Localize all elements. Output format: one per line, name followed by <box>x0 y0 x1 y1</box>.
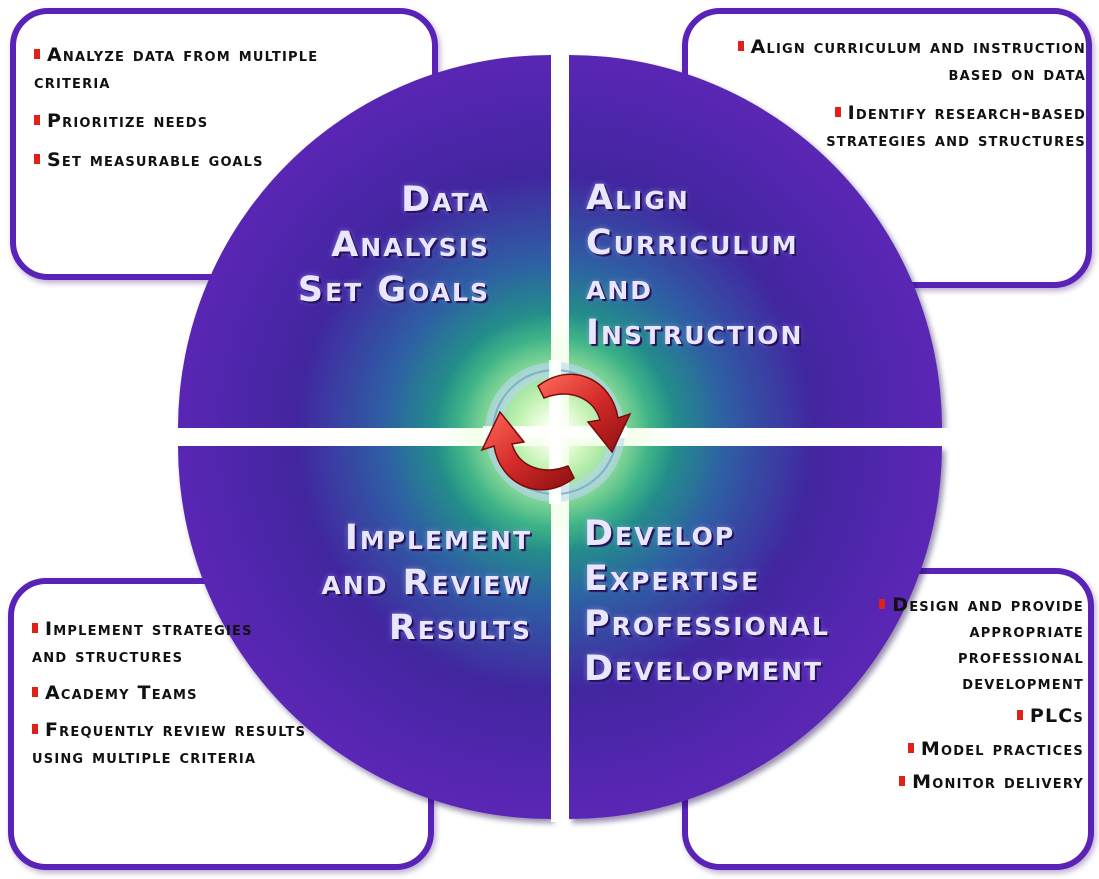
list-item: Design and provide appropriate professio… <box>700 592 1084 696</box>
list-item-text: Frequently review results using multiple… <box>32 719 307 768</box>
bullet-square-icon <box>834 107 841 117</box>
top-right-quadrant-title: Align Curriculum and Instruction <box>586 176 886 356</box>
list-item-text: Identify research-based strategies and s… <box>826 102 1086 151</box>
top-left-quadrant-title: Data Analysis Set Goals <box>250 178 490 313</box>
title-line: Develop <box>584 514 736 554</box>
list-item-text: Implement strategies and structures <box>32 618 253 667</box>
list-item-text: Model practices <box>920 738 1084 760</box>
title-line: Expertise <box>584 559 761 599</box>
title-line: and Review <box>321 563 532 603</box>
list-item-text: Set measurable goals <box>47 149 264 171</box>
bullet-square-icon <box>1016 710 1023 720</box>
bottom-right-bullet-list: Design and provide appropriate professio… <box>700 592 1084 802</box>
bottom-left-bullet-list: Implement strategies and structures Acad… <box>32 616 332 781</box>
list-item-text: Prioritize needs <box>47 110 209 132</box>
quadrant-top-right <box>569 55 942 428</box>
title-line: Results <box>388 608 532 648</box>
list-item-text: Design and provide appropriate professio… <box>892 594 1084 694</box>
list-item: Identify research-based strategies and s… <box>700 100 1086 154</box>
circular-refresh-arrows-icon <box>480 373 632 491</box>
title-line: Data <box>401 180 490 220</box>
title-line: Analysis <box>331 225 490 265</box>
bottom-left-quadrant-title: Implement and Review Results <box>226 516 532 651</box>
list-item: Set measurable goals <box>34 147 334 174</box>
bullet-square-icon <box>34 154 40 164</box>
bullet-square-icon <box>879 599 886 609</box>
bullet-square-icon <box>32 687 38 697</box>
quadrant-top-left <box>178 55 551 428</box>
bullet-square-icon <box>34 49 40 59</box>
bullet-square-icon <box>899 776 906 786</box>
bullet-square-icon <box>737 41 744 51</box>
title-line: Implement <box>344 518 532 558</box>
title-line: Align <box>586 178 690 218</box>
bottom-right-quadrant-title: Develop Expertise Professional Developme… <box>584 512 894 692</box>
title-line: Curriculum <box>586 223 799 263</box>
list-item-text: Analyze data from multiple criteria <box>34 44 319 93</box>
list-item: Prioritize needs <box>34 108 334 135</box>
quadrant-bottom-right <box>569 446 942 819</box>
quadrant-bottom-left <box>178 446 551 819</box>
list-item: Analyze data from multiple criteria <box>34 42 334 96</box>
bullet-square-icon <box>907 743 914 753</box>
bullet-square-icon <box>34 115 40 125</box>
list-item: Academy Teams <box>32 680 332 707</box>
list-item: Frequently review results using multiple… <box>32 717 332 771</box>
list-item-text: PLCs <box>1029 705 1084 727</box>
title-line: Professional <box>584 604 830 644</box>
title-line: Development <box>584 649 824 689</box>
list-item-text: Align curriculum and instruction based o… <box>750 36 1086 85</box>
top-right-bullet-list: Align curriculum and instruction based o… <box>700 34 1086 166</box>
list-item: Align curriculum and instruction based o… <box>700 34 1086 88</box>
list-item-text: Academy Teams <box>45 682 198 704</box>
list-item: Monitor delivery <box>700 769 1084 795</box>
title-line: and <box>586 268 654 308</box>
bullet-square-icon <box>32 724 38 734</box>
list-item: Implement strategies and structures <box>32 616 272 670</box>
list-item-text: Monitor delivery <box>912 771 1084 793</box>
title-line: Set Goals <box>297 270 490 310</box>
top-left-bullet-list: Analyze data from multiple criteria Prio… <box>34 42 334 186</box>
list-item: PLCs <box>700 703 1084 729</box>
bullet-square-icon <box>32 623 38 633</box>
title-line: Instruction <box>586 313 804 353</box>
list-item: Model practices <box>700 736 1084 762</box>
